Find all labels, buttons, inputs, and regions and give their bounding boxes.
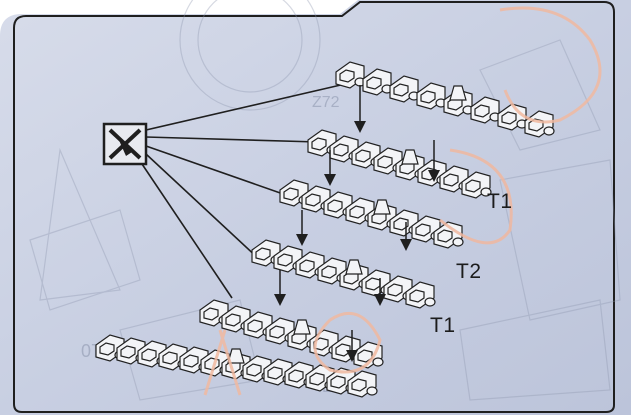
track-row [335, 61, 555, 138]
guide-tooth [345, 259, 363, 275]
leader-lines [141, 83, 346, 299]
track-pin [366, 386, 378, 396]
track-pin [372, 357, 384, 367]
guide-tooth [449, 85, 467, 101]
guide-tooth [293, 319, 311, 335]
label-t1-lower: T1 [430, 314, 456, 337]
background-text-z72: Z72 [312, 94, 340, 111]
guide-tooth [227, 348, 245, 364]
track-row [251, 239, 436, 309]
track-row [95, 334, 378, 398]
track-row [307, 129, 492, 199]
label-t2: T2 [456, 260, 482, 283]
track-pin [543, 126, 555, 136]
track-pin [424, 297, 436, 307]
track-rows [95, 61, 555, 398]
track-row [279, 179, 464, 249]
guide-tooth [401, 149, 419, 165]
cutting-pliers-icon [102, 122, 148, 166]
guide-tooth [373, 199, 391, 215]
track-pin [480, 187, 492, 197]
panel-border [13, 1, 615, 413]
watermark [203, 6, 602, 396]
assembly-arrows [274, 85, 440, 362]
label-t1-upper: T1 [487, 190, 513, 213]
track-pin [452, 237, 464, 247]
